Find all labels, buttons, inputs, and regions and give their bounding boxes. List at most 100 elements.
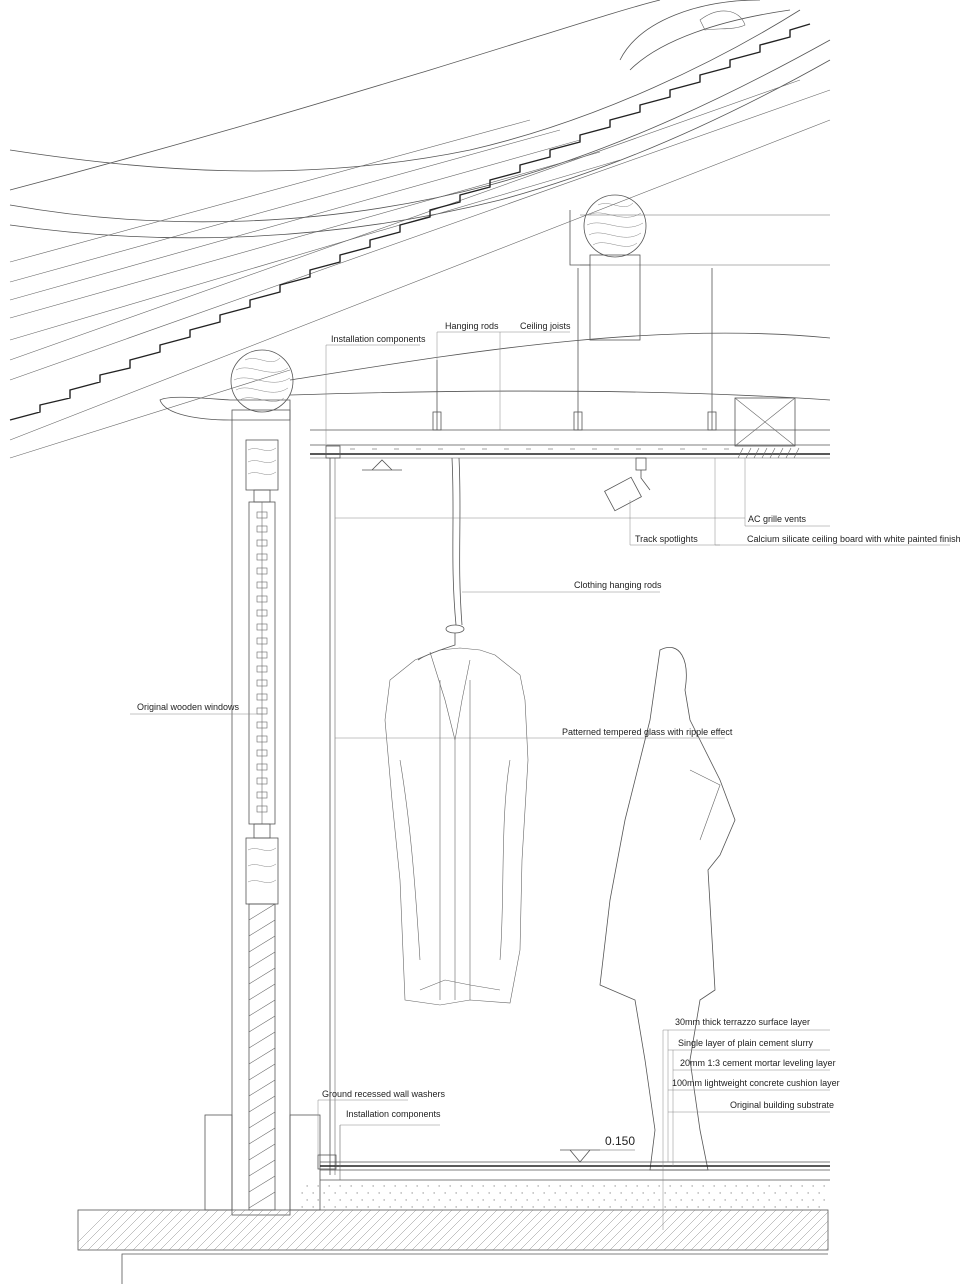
aggregate-dot	[576, 1206, 578, 1208]
hatch-line	[248, 1079, 276, 1097]
aggregate-dot	[642, 1192, 644, 1194]
ground-hatch-line	[654, 1209, 696, 1251]
ground-hatch-line	[159, 1209, 201, 1251]
ground-hatch-line	[798, 1220, 829, 1251]
aggregate-dot	[389, 1192, 391, 1194]
aggregate-dot	[752, 1206, 754, 1208]
aggregate-dot	[411, 1206, 413, 1208]
window-mullion	[256, 595, 268, 603]
ground-hatch-line	[366, 1209, 408, 1251]
ground-hatch-line	[744, 1209, 786, 1251]
ground-hatch-line	[483, 1209, 525, 1251]
hatch-line	[248, 1063, 276, 1081]
aggregate-dot	[631, 1206, 633, 1208]
aggregate-dot	[812, 1199, 814, 1201]
ground-hatch-line	[753, 1209, 795, 1251]
aggregate-dot	[526, 1185, 528, 1187]
aggregate-dot	[581, 1185, 583, 1187]
aggregate-dot	[356, 1206, 358, 1208]
hatch-line	[248, 1191, 276, 1209]
aggregate-dot	[317, 1185, 319, 1187]
window-mullion	[256, 567, 268, 575]
hatch-line	[248, 983, 276, 1001]
wall-column	[204, 409, 321, 1216]
hatch-line	[248, 999, 276, 1017]
label-calcium-silicate: Calcium silicate ceiling board with whit…	[747, 534, 960, 544]
annotation-labels: Installation components Hanging rods Cei…	[137, 321, 960, 1148]
label-ceiling-joists: Ceiling joists	[520, 321, 571, 331]
aggregate-dot	[411, 1192, 413, 1194]
aggregate-dot	[427, 1199, 429, 1201]
aggregate-dot	[482, 1185, 484, 1187]
ground-hatch-line	[573, 1209, 615, 1251]
window-mullion	[256, 735, 268, 743]
aggregate-dot	[515, 1185, 517, 1187]
ground-hatch-line	[267, 1209, 309, 1251]
window-mullion	[256, 679, 268, 687]
window-mullion	[256, 511, 268, 519]
aggregate-dot	[499, 1206, 501, 1208]
aggregate-dot	[499, 1192, 501, 1194]
ground-hatch-line	[582, 1209, 624, 1251]
aggregate-dot	[328, 1185, 330, 1187]
ground-hatch-line	[393, 1209, 435, 1251]
ground-hatch-line	[132, 1209, 174, 1251]
aggregate-dot	[796, 1206, 798, 1208]
aggregate-dot	[548, 1199, 550, 1201]
label-cement-slurry: Single layer of plain cement slurry	[678, 1038, 814, 1048]
aggregate-dot	[741, 1192, 743, 1194]
hatch-line	[248, 1143, 276, 1161]
aggregate-dot	[620, 1206, 622, 1208]
aggregate-dot	[603, 1185, 605, 1187]
ac-hatch-line	[745, 447, 752, 459]
ground-hatch-line	[618, 1209, 660, 1251]
aggregate-dot	[559, 1185, 561, 1187]
ground-hatch-line	[492, 1209, 534, 1251]
aggregate-dot	[361, 1199, 363, 1201]
ground-hatch-line	[87, 1209, 129, 1251]
aggregate-dot	[532, 1192, 534, 1194]
aggregate-dot	[488, 1192, 490, 1194]
aggregate-dot	[367, 1206, 369, 1208]
window-mullion	[256, 553, 268, 561]
aggregate-dot	[400, 1206, 402, 1208]
ac-hatch-line	[753, 447, 760, 459]
aggregate-dot	[823, 1199, 825, 1201]
label-patterned-glass: Patterned tempered glass with ripple eff…	[562, 727, 733, 737]
ground-hatch-line	[537, 1209, 579, 1251]
aggregate-dot	[686, 1192, 688, 1194]
aggregate-dot	[598, 1192, 600, 1194]
ground-hatch-line	[519, 1209, 561, 1251]
hatch-line	[248, 1159, 276, 1177]
ground-hatch-line	[681, 1209, 723, 1251]
ground-hatch-line	[348, 1209, 390, 1251]
aggregate-dot	[367, 1192, 369, 1194]
window-mullion	[256, 637, 268, 645]
ground-hatch-line	[258, 1209, 300, 1251]
aggregate-dot	[438, 1185, 440, 1187]
window-mullion	[256, 651, 268, 659]
clothing-hanging-rod	[417, 457, 465, 661]
aggregate-dot	[416, 1199, 418, 1201]
label-hanging-rods: Hanging rods	[445, 321, 499, 331]
aggregate-dot	[466, 1192, 468, 1194]
aggregate-dot	[576, 1192, 578, 1194]
aggregate-dot	[636, 1199, 638, 1201]
aggregate-dot	[334, 1192, 336, 1194]
hatch-line	[248, 1175, 276, 1193]
aggregate-dot	[361, 1185, 363, 1187]
ground-hatch-line	[141, 1209, 183, 1251]
ground-hatch-line	[312, 1209, 354, 1251]
label-mortar: 20mm 1:3 cement mortar leveling layer	[680, 1058, 836, 1068]
aggregate-dot	[774, 1192, 776, 1194]
hatch-line	[248, 1111, 276, 1129]
hatch-line	[248, 951, 276, 969]
aggregate-dot	[746, 1185, 748, 1187]
aggregate-dot	[460, 1185, 462, 1187]
ground-hatch-line	[411, 1209, 453, 1251]
log-beam-right	[583, 194, 647, 258]
aggregate-dot	[559, 1199, 561, 1201]
aggregate-dot	[526, 1199, 528, 1201]
aggregate-dot	[823, 1185, 825, 1187]
aggregate-dot	[812, 1185, 814, 1187]
